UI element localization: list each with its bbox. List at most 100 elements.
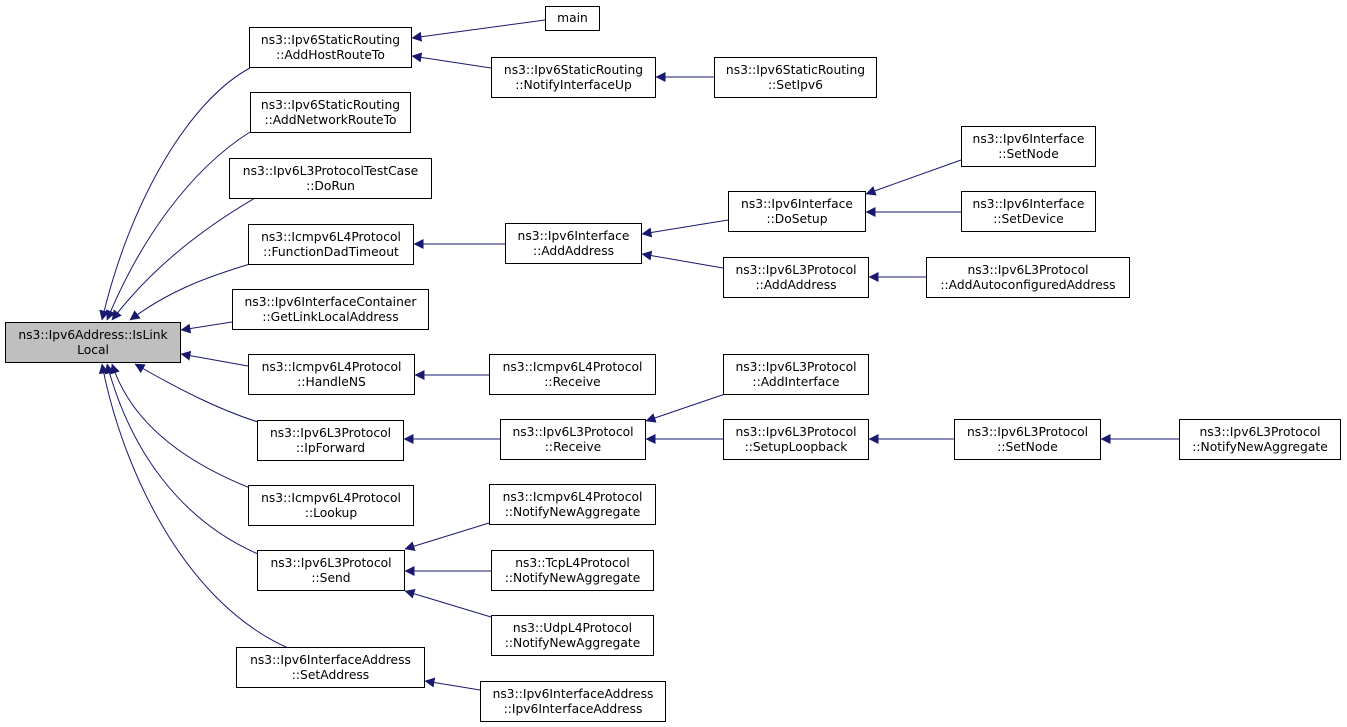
node-line: ::SetNode bbox=[997, 439, 1058, 454]
node-ipv6staticrouting-addhostrouteto[interactable]: ns3::Ipv6StaticRouting ::AddHostRouteTo bbox=[249, 27, 412, 68]
node-line: ::Ipv6InterfaceAddress bbox=[503, 701, 643, 716]
node-line: ::NotifyNewAggregate bbox=[504, 570, 641, 585]
edge-lookup-to-root bbox=[110, 363, 251, 489]
node-icmpv6l4protocol-handlens[interactable]: ns3::Icmpv6L4Protocol ::HandleNS bbox=[248, 354, 415, 395]
node-line: ::NotifyNewAggregate bbox=[1192, 439, 1328, 454]
node-line: ::NotifyNewAggregate bbox=[504, 504, 641, 519]
edge-funcdad-to-root bbox=[129, 263, 251, 321]
node-line: ns3::Icmpv6L4Protocol bbox=[261, 229, 401, 244]
node-line: ns3::Ipv6L3Protocol bbox=[967, 262, 1089, 277]
node-line: ::Lookup bbox=[304, 505, 358, 520]
node-ipv6interfacecontainer-getlinklocaladdress[interactable]: ns3::Ipv6InterfaceContainer ::GetLinkLoc… bbox=[232, 289, 429, 330]
node-line: ::SetDevice bbox=[993, 211, 1064, 226]
edge-setnode-if-to-dosetup bbox=[865, 159, 962, 196]
node-ipv6staticrouting-setipv6[interactable]: ns3::Ipv6StaticRouting ::SetIpv6 bbox=[714, 57, 877, 98]
node-ipv6interface-addaddress[interactable]: ns3::Ipv6Interface ::AddAddress bbox=[505, 223, 642, 264]
node-ipv6staticrouting-notifyinterfaceup[interactable]: ns3::Ipv6StaticRouting ::NotifyInterface… bbox=[491, 57, 656, 98]
node-line: ns3::Ipv6StaticRouting bbox=[725, 62, 866, 77]
node-line: ::AddInterface bbox=[752, 374, 840, 389]
node-line: ::AddAddress bbox=[755, 277, 837, 292]
node-line: ::SetIpv6 bbox=[767, 77, 823, 92]
node-ipv6interface-dosetup[interactable]: ns3::Ipv6Interface ::DoSetup bbox=[728, 191, 866, 232]
node-line: ns3::Ipv6L3Protocol bbox=[512, 424, 634, 439]
node-line: ns3::Ipv6L3Protocol bbox=[735, 262, 857, 277]
edge-addhostroute-to-root bbox=[99, 67, 251, 321]
node-ipv6l3protocol-setuploopback[interactable]: ns3::Ipv6L3Protocol ::SetupLoopback bbox=[723, 419, 869, 460]
node-line: ns3::Ipv6Interface bbox=[517, 228, 630, 243]
node-ipv6interfaceaddress-setaddress[interactable]: ns3::Ipv6InterfaceAddress ::SetAddress bbox=[236, 647, 425, 688]
node-ipv6l3protocol-send[interactable]: ns3::Ipv6L3Protocol ::Send bbox=[257, 550, 405, 591]
node-icmpv6l4protocol-lookup[interactable]: ns3::Icmpv6L4Protocol ::Lookup bbox=[248, 485, 414, 526]
node-line: ::Send bbox=[311, 570, 351, 585]
node-line: ns3::Ipv6StaticRouting bbox=[260, 32, 401, 47]
node-line: ::FunctionDadTimeout bbox=[263, 244, 399, 259]
node-line: ns3::Icmpv6L4Protocol bbox=[261, 490, 401, 505]
node-ipv6interfaceaddress-constructor[interactable]: ns3::Ipv6InterfaceAddress ::Ipv6Interfac… bbox=[480, 681, 666, 722]
node-line: ns3::Ipv6L3Protocol bbox=[735, 359, 857, 374]
node-line: ::AddAutoconfiguredAddress bbox=[940, 277, 1116, 292]
node-line: ns3::Ipv6InterfaceContainer bbox=[244, 294, 417, 309]
edge-handlens-to-root bbox=[180, 350, 249, 367]
node-line: ::SetAddress bbox=[291, 667, 370, 682]
node-ipv6l3protocol-addinterface[interactable]: ns3::Ipv6L3Protocol ::AddInterface bbox=[723, 354, 869, 395]
node-line: ns3::Ipv6L3Protocol bbox=[1199, 424, 1321, 439]
node-line: ::Receive bbox=[544, 439, 602, 454]
node-ipv6l3protocol-notifynewaggregate[interactable]: ns3::Ipv6L3Protocol ::NotifyNewAggregate bbox=[1179, 419, 1341, 460]
node-ipv6l3protocol-receive[interactable]: ns3::Ipv6L3Protocol ::Receive bbox=[500, 419, 646, 460]
node-line: ns3::Ipv6L3ProtocolTestCase bbox=[242, 163, 419, 178]
node-ipv6l3protocol-setnode[interactable]: ns3::Ipv6L3Protocol ::SetNode bbox=[954, 419, 1101, 460]
node-line: ::SetNode bbox=[998, 146, 1059, 161]
node-line: Local bbox=[77, 342, 109, 357]
node-ipv6interface-setnode[interactable]: ns3::Ipv6Interface ::SetNode bbox=[961, 126, 1096, 167]
node-line: ns3::Ipv6Interface bbox=[972, 196, 1085, 211]
node-line: ns3::Ipv6L3Protocol bbox=[270, 555, 392, 570]
node-line: ::AddHostRouteTo bbox=[276, 47, 385, 62]
node-line: ns3::Ipv6InterfaceAddress bbox=[250, 652, 411, 667]
node-ipv6interface-setdevice[interactable]: ns3::Ipv6Interface ::SetDevice bbox=[961, 191, 1096, 232]
node-line: ns3::Icmpv6L4Protocol bbox=[261, 359, 402, 374]
edge-addinterface-to-l3-receive bbox=[645, 392, 729, 423]
node-ipv6l3protocol-addautoconfiguredaddress[interactable]: ns3::Ipv6L3Protocol ::AddAutoconfiguredA… bbox=[926, 257, 1130, 298]
node-line: ::Receive bbox=[544, 374, 601, 389]
edge-ifaddr-ctor-to-setaddr bbox=[424, 677, 481, 691]
edge-getlinklocal-to-root bbox=[180, 321, 233, 334]
edge-l3-addaddr-to-if-addaddr bbox=[641, 250, 724, 269]
node-line: ns3::Ipv6L3Protocol bbox=[269, 425, 392, 440]
node-ipv6l3protocoltestcase-dorun[interactable]: ns3::Ipv6L3ProtocolTestCase ::DoRun bbox=[229, 158, 432, 199]
node-line: ns3::Ipv6InterfaceAddress bbox=[492, 686, 654, 701]
node-main[interactable]: main bbox=[545, 6, 600, 31]
node-ipv6l3protocol-ipforward[interactable]: ns3::Ipv6L3Protocol ::IpForward bbox=[257, 420, 404, 461]
edge-dosetup-to-if-addaddr bbox=[641, 219, 729, 238]
edge-main-to-addhostroute bbox=[411, 19, 546, 42]
node-icmpv6l4protocol-receive[interactable]: ns3::Icmpv6L4Protocol ::Receive bbox=[489, 354, 656, 395]
node-line: ::IpForward bbox=[295, 440, 366, 455]
node-line: ::DoRun bbox=[306, 178, 355, 193]
node-line: main bbox=[557, 11, 588, 25]
edge-addnetroute-to-root bbox=[106, 131, 251, 321]
node-line: ::GetLinkLocalAddress bbox=[262, 309, 399, 324]
node-line: ns3::Ipv6StaticRouting bbox=[503, 62, 644, 77]
edge-ipforward-to-root bbox=[134, 363, 259, 423]
edge-ifaddr-setaddr-to-root bbox=[98, 363, 289, 649]
edge-notifyifup-to-addhostroute bbox=[411, 52, 492, 69]
node-udpl4protocol-notifynewaggregate[interactable]: ns3::UdpL4Protocol ::NotifyNewAggregate bbox=[491, 615, 654, 656]
edge-send-to-root bbox=[104, 363, 259, 555]
node-line: ::SetupLoopback bbox=[744, 439, 848, 454]
node-line: ns3::Ipv6L3Protocol bbox=[966, 424, 1089, 439]
node-line: ns3::Icmpv6L4Protocol bbox=[502, 359, 643, 374]
node-line: ns3::Ipv6StaticRouting bbox=[260, 97, 401, 112]
node-line: ns3::UdpL4Protocol bbox=[512, 620, 633, 635]
node-icmpv6l4protocol-notifynewaggregate[interactable]: ns3::Icmpv6L4Protocol ::NotifyNewAggrega… bbox=[489, 484, 656, 525]
node-tcpl4protocol-notifynewaggregate[interactable]: ns3::TcpL4Protocol ::NotifyNewAggregate bbox=[491, 550, 654, 591]
edge-testrun-to-root bbox=[111, 197, 256, 321]
node-line: ::DoSetup bbox=[766, 211, 828, 226]
node-ipv6staticrouting-addnetworkrouteto[interactable]: ns3::Ipv6StaticRouting ::AddNetworkRoute… bbox=[250, 92, 411, 133]
node-line: ns3::Ipv6Address::IsLink bbox=[18, 327, 168, 342]
edge-icmp-notifyagg-to-send bbox=[404, 522, 490, 551]
node-icmpv6l4protocol-functiondadtimeout[interactable]: ns3::Icmpv6L4Protocol ::FunctionDadTimeo… bbox=[248, 224, 414, 265]
node-line: ::AddAddress bbox=[532, 243, 615, 258]
node-line: ns3::Ipv6Interface bbox=[972, 131, 1085, 146]
node-ipv6l3protocol-addaddress[interactable]: ns3::Ipv6L3Protocol ::AddAddress bbox=[723, 257, 869, 298]
node-line: ::NotifyInterfaceUp bbox=[515, 77, 632, 92]
